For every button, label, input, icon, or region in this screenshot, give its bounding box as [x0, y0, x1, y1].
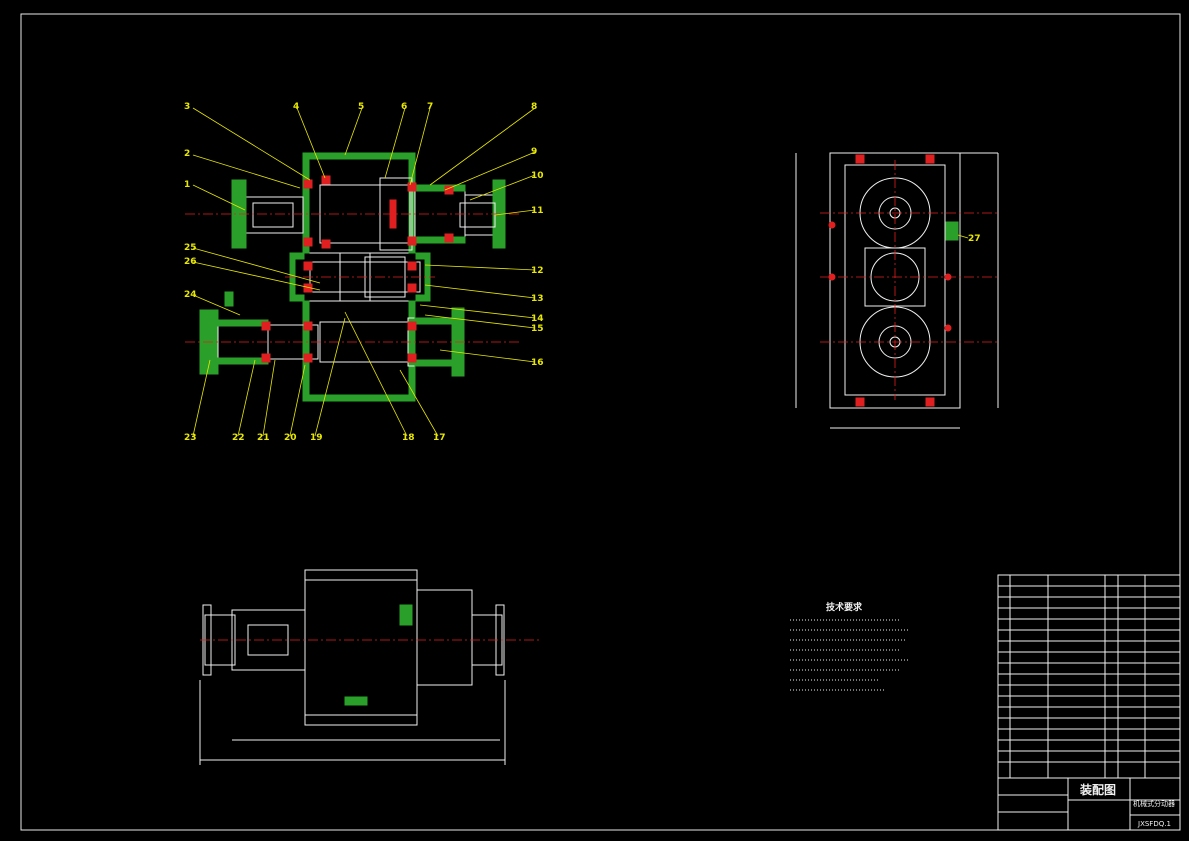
- part-label: 23: [184, 433, 197, 443]
- side-view: 27: [795, 152, 1000, 429]
- tech-requirements-title: 技术要求: [826, 601, 863, 613]
- drawing-name: 装配图: [1079, 782, 1116, 797]
- part-label: 19: [310, 433, 323, 443]
- part-label: 2: [184, 149, 190, 159]
- product-name: 机械式分动器: [1133, 799, 1175, 808]
- top-view: [199, 569, 540, 765]
- part-label: 4: [293, 102, 299, 112]
- part-label: 3: [184, 102, 190, 112]
- part-label: 16: [531, 358, 544, 368]
- part-label: 13: [531, 294, 544, 304]
- part-label: 10: [531, 171, 544, 181]
- part-label: 12: [531, 266, 544, 276]
- part-label: 21: [257, 433, 270, 443]
- drawing-border: [20, 13, 1181, 831]
- part-label: 25: [184, 243, 197, 253]
- part-label: 6: [401, 102, 407, 112]
- part-label: 9: [531, 147, 537, 157]
- part-label: 5: [358, 102, 364, 112]
- tech-requirements: 技术要求: [790, 601, 910, 691]
- part-label: 14: [531, 314, 544, 324]
- part-labels: 3 2 1 25 26 24 23 22 21 20 19 4 5 6 7 8 …: [184, 102, 544, 443]
- part-label: 22: [232, 433, 245, 443]
- part-label: 11: [531, 206, 544, 216]
- part-label: 7: [427, 102, 433, 112]
- leader-lines: [192, 107, 536, 437]
- drawing-number: JXSFDQ.1: [1137, 820, 1171, 828]
- part-label: 20: [284, 433, 297, 443]
- part-label: 15: [531, 324, 544, 334]
- part-label: 26: [184, 257, 197, 267]
- part-label: 24: [184, 290, 197, 300]
- part-label: 17: [433, 433, 446, 443]
- title-block: 装配图 机械式分动器 JXSFDQ.1: [997, 574, 1181, 831]
- part-label: 8: [531, 102, 537, 112]
- part-label: 1: [184, 180, 190, 190]
- section-view: [185, 152, 520, 402]
- part-label: 18: [402, 433, 415, 443]
- side-view-label: 27: [968, 234, 981, 244]
